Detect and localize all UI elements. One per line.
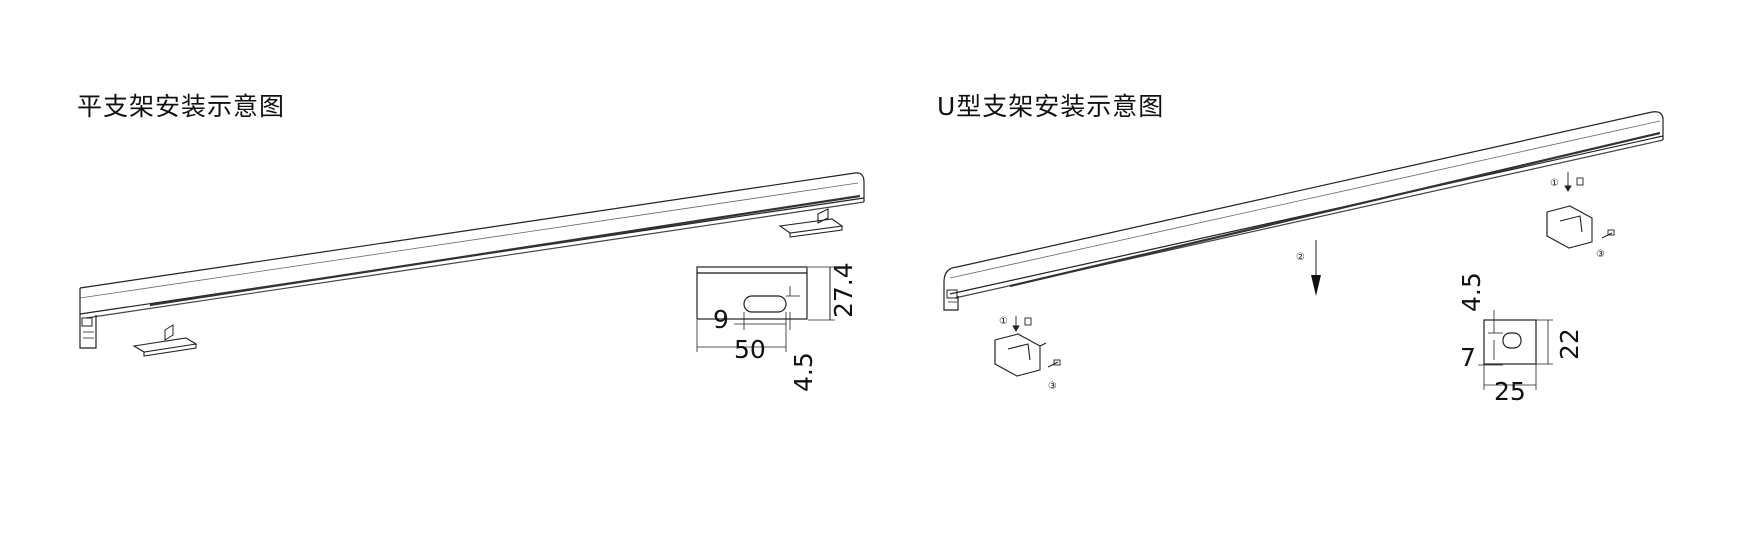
left-height-label: 27.4: [829, 262, 858, 318]
u-height-label: 22: [1555, 328, 1584, 360]
u-bracket-a: [994, 333, 1061, 377]
left-slot-label: 9: [713, 305, 729, 334]
left-panel-title: 平支架安装示意图: [77, 92, 286, 121]
u-bracket-b-step-three: ③: [1596, 249, 1605, 260]
u-bracket-b: [1546, 205, 1615, 249]
left-offset-label: 4.5: [789, 352, 818, 392]
left-flat-bracket-b: [778, 208, 844, 238]
u-offset-label: 4.5: [1457, 272, 1486, 312]
u-bracket-a-step-one: ①: [999, 316, 1008, 327]
left-flat-bracket-a: [132, 337, 198, 357]
u-width-label: 25: [1494, 377, 1526, 406]
u-bracket-detail: [1478, 310, 1553, 390]
step-two-label: ②: [1296, 252, 1305, 263]
u-bracket-a-step-three: ③: [1048, 381, 1057, 392]
left-bracket-detail: [696, 266, 835, 352]
right-panel-title: U型支架安装示意图: [937, 92, 1165, 121]
u-bracket-b-screw-icon: [1564, 172, 1584, 192]
u-bracket-a-screw-icon: [1012, 316, 1032, 332]
left-led-bar: [79, 172, 865, 349]
u-bracket-b-step-one: ①: [1550, 178, 1559, 189]
right-led-bar: [943, 111, 1664, 311]
step-two-arrow: [1311, 240, 1321, 296]
left-width-label: 50: [734, 335, 766, 364]
u-slot-label: 7: [1460, 343, 1476, 372]
